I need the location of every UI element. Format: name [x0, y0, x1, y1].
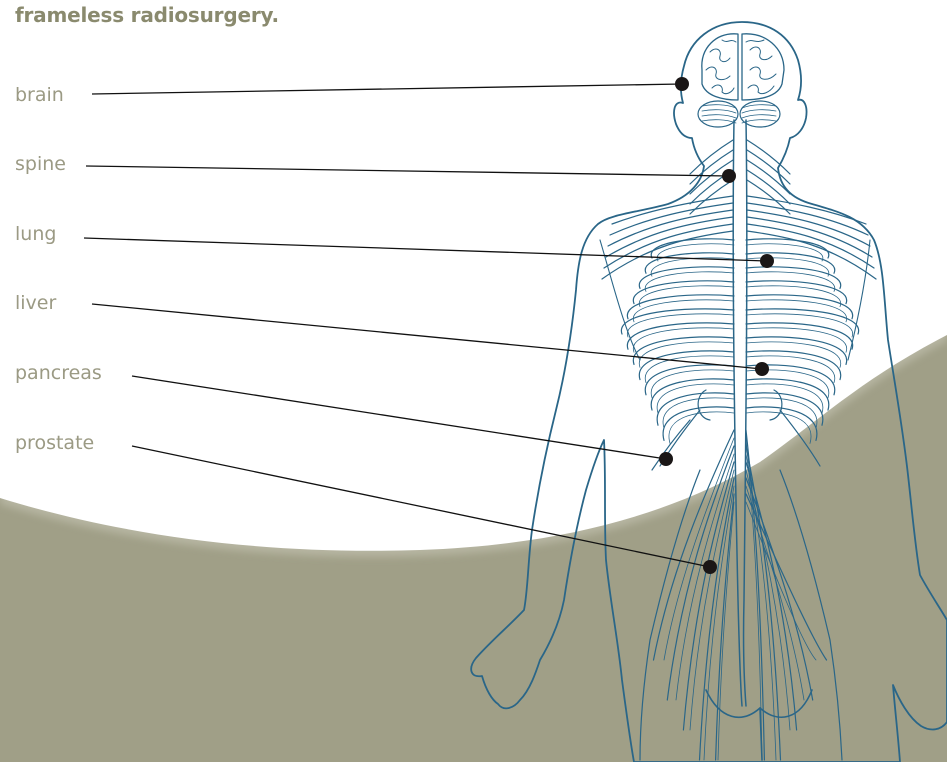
- brain-gyrus: [750, 67, 776, 79]
- rib-right: [746, 309, 859, 334]
- cerebellum-fold: [702, 115, 736, 118]
- brain-gyrus: [748, 85, 774, 94]
- lumbar-nerve: [746, 430, 764, 760]
- leader-line-liver: [92, 304, 762, 369]
- leader-line-prostate: [132, 446, 710, 567]
- brain-gyrus: [706, 67, 730, 80]
- kidney-left: [698, 390, 710, 420]
- rib-right-inner: [746, 286, 841, 307]
- label-prostate: prostate: [15, 432, 94, 454]
- rib-right-inner: [746, 314, 853, 337]
- rib-left-inner: [633, 328, 734, 352]
- brachial-nerve-left: [604, 224, 733, 268]
- buttocks-line: [706, 690, 812, 717]
- leader-line-spine: [86, 166, 729, 176]
- cerebellum-fold: [742, 110, 776, 113]
- flank-nerve-right: [780, 410, 820, 466]
- brain-gyrus: [712, 85, 734, 94]
- marker-dot-lung: [760, 254, 774, 268]
- cerebellum-fold: [742, 120, 776, 123]
- brain-right-hemisphere: [742, 34, 784, 100]
- brain-gyrus: [746, 40, 764, 42]
- brain-gyrus: [750, 47, 772, 60]
- lumbar-nerve-inner: [718, 502, 734, 760]
- cervical-nerve-left: [690, 140, 733, 174]
- marker-dot-pancreas: [659, 452, 673, 466]
- label-spine: spine: [15, 153, 66, 175]
- label-lung: lung: [15, 223, 56, 245]
- brain-gyrus: [722, 40, 736, 42]
- nervous-system: [602, 120, 876, 760]
- rib-left: [645, 253, 734, 273]
- rib-right: [746, 253, 835, 273]
- leader-line-brain: [92, 84, 682, 94]
- rib-left-inner: [639, 286, 734, 307]
- cerebellum-fold: [742, 115, 776, 118]
- body-outline: [471, 22, 947, 762]
- human-figure-back-view: [471, 22, 947, 762]
- rib-left-inner: [627, 314, 734, 337]
- cerebellum-fold: [742, 105, 776, 108]
- rib-right: [746, 267, 841, 289]
- cerebellum-fold: [702, 105, 736, 108]
- leader-line-lung: [84, 238, 767, 261]
- lumbar-nerve-inner: [690, 470, 734, 730]
- label-liver: liver: [15, 292, 56, 314]
- rib-left-inner: [639, 342, 734, 368]
- brachial-nerve-right: [747, 203, 868, 235]
- marker-dot-prostate: [703, 560, 717, 574]
- marker-dot-liver: [755, 362, 769, 376]
- rib-left: [627, 323, 734, 349]
- marker-dot-spine: [722, 169, 736, 183]
- rib-right-inner: [746, 300, 847, 322]
- rib-right: [746, 239, 829, 258]
- rib-left: [651, 239, 734, 258]
- marker-dot-brain: [675, 77, 689, 91]
- rib-left-inner: [633, 300, 734, 322]
- leader-line-pancreas: [132, 376, 666, 459]
- rib-left: [639, 267, 734, 289]
- rib-left: [621, 309, 734, 334]
- rib-right: [746, 323, 853, 349]
- label-pancreas: pancreas: [15, 362, 102, 384]
- rib-right-inner: [746, 328, 847, 352]
- brain-gyrus: [710, 49, 730, 62]
- cerebellum-fold: [702, 110, 736, 113]
- cerebellum-fold: [702, 120, 736, 123]
- label-brain: brain: [15, 84, 64, 106]
- kidney-right: [770, 390, 782, 420]
- spinal-cord-left: [733, 120, 742, 706]
